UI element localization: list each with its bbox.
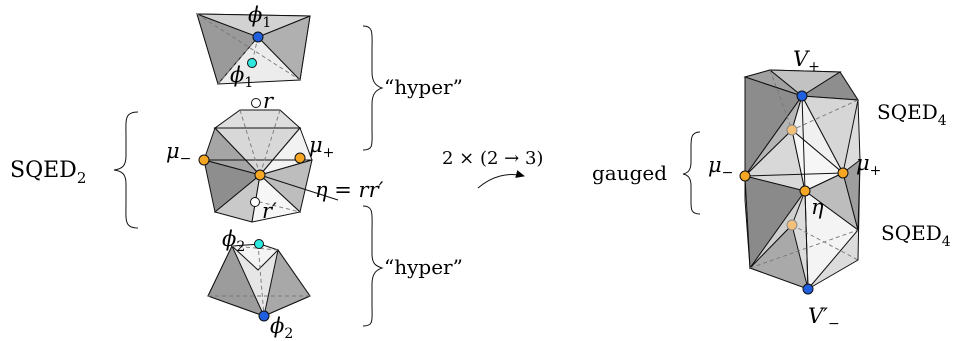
mu-plus-vertex-right	[838, 168, 848, 178]
phi1-top-label: ϕ1	[248, 3, 271, 31]
hyper-top-label: “hyper”	[384, 75, 463, 99]
gauged-polytope	[745, 70, 860, 289]
move-label: 2 × (2 → 3)	[442, 148, 543, 169]
phi1-blue-vertex	[253, 32, 263, 42]
phi2-blue-vertex	[259, 311, 269, 321]
hyper-bottom-brace	[363, 206, 382, 326]
mu-minus-label-right: μ−	[708, 153, 733, 181]
gauged-brace	[683, 132, 700, 214]
phi2-bottom-label: ϕ2	[270, 314, 293, 341]
v-minus-label: V′−	[808, 304, 840, 332]
mu-plus-label-left: μ+	[309, 133, 334, 161]
v-plus-label: V+	[793, 47, 820, 75]
eta-vertex-left	[255, 170, 265, 180]
mu-minus-vertex-right	[740, 171, 750, 181]
sqed2-label: SQED2	[10, 158, 86, 187]
r-prime-label: r′	[262, 199, 277, 223]
hyper-top-brace	[363, 26, 382, 150]
sqed2-brace	[114, 112, 138, 228]
eta-vertex-right	[800, 186, 810, 196]
mu-plus-label-right: μ+	[856, 151, 881, 179]
phi2-cyan-vertex	[255, 240, 264, 249]
eta-label-right: η	[811, 195, 824, 219]
mu-minus-label-left: μ−	[166, 139, 191, 167]
mu-plus-vertex-left	[295, 153, 305, 163]
r-label: r	[263, 89, 275, 113]
hyper-bottom-label: “hyper”	[384, 255, 463, 279]
r-prime-vertex	[251, 198, 260, 207]
phi1-cyan-vertex	[248, 59, 257, 68]
inner-orange-vertex-top	[787, 125, 797, 135]
sqed4-bottom-label: SQED4	[881, 221, 951, 250]
mu-minus-vertex-left	[199, 155, 209, 165]
gauged-label: gauged	[592, 161, 667, 185]
phi2-top-label: ϕ2	[222, 227, 245, 255]
v-plus-vertex	[797, 91, 807, 101]
move-arrow	[478, 175, 524, 189]
v-minus-vertex	[803, 284, 813, 294]
inner-orange-vertex-bottom	[787, 220, 797, 230]
sqed4-top-label: SQED4	[877, 100, 947, 129]
bottom-hyper-octahedron	[208, 244, 310, 316]
r-vertex	[252, 99, 261, 108]
eta-equation-label: η = rr′	[315, 178, 384, 202]
